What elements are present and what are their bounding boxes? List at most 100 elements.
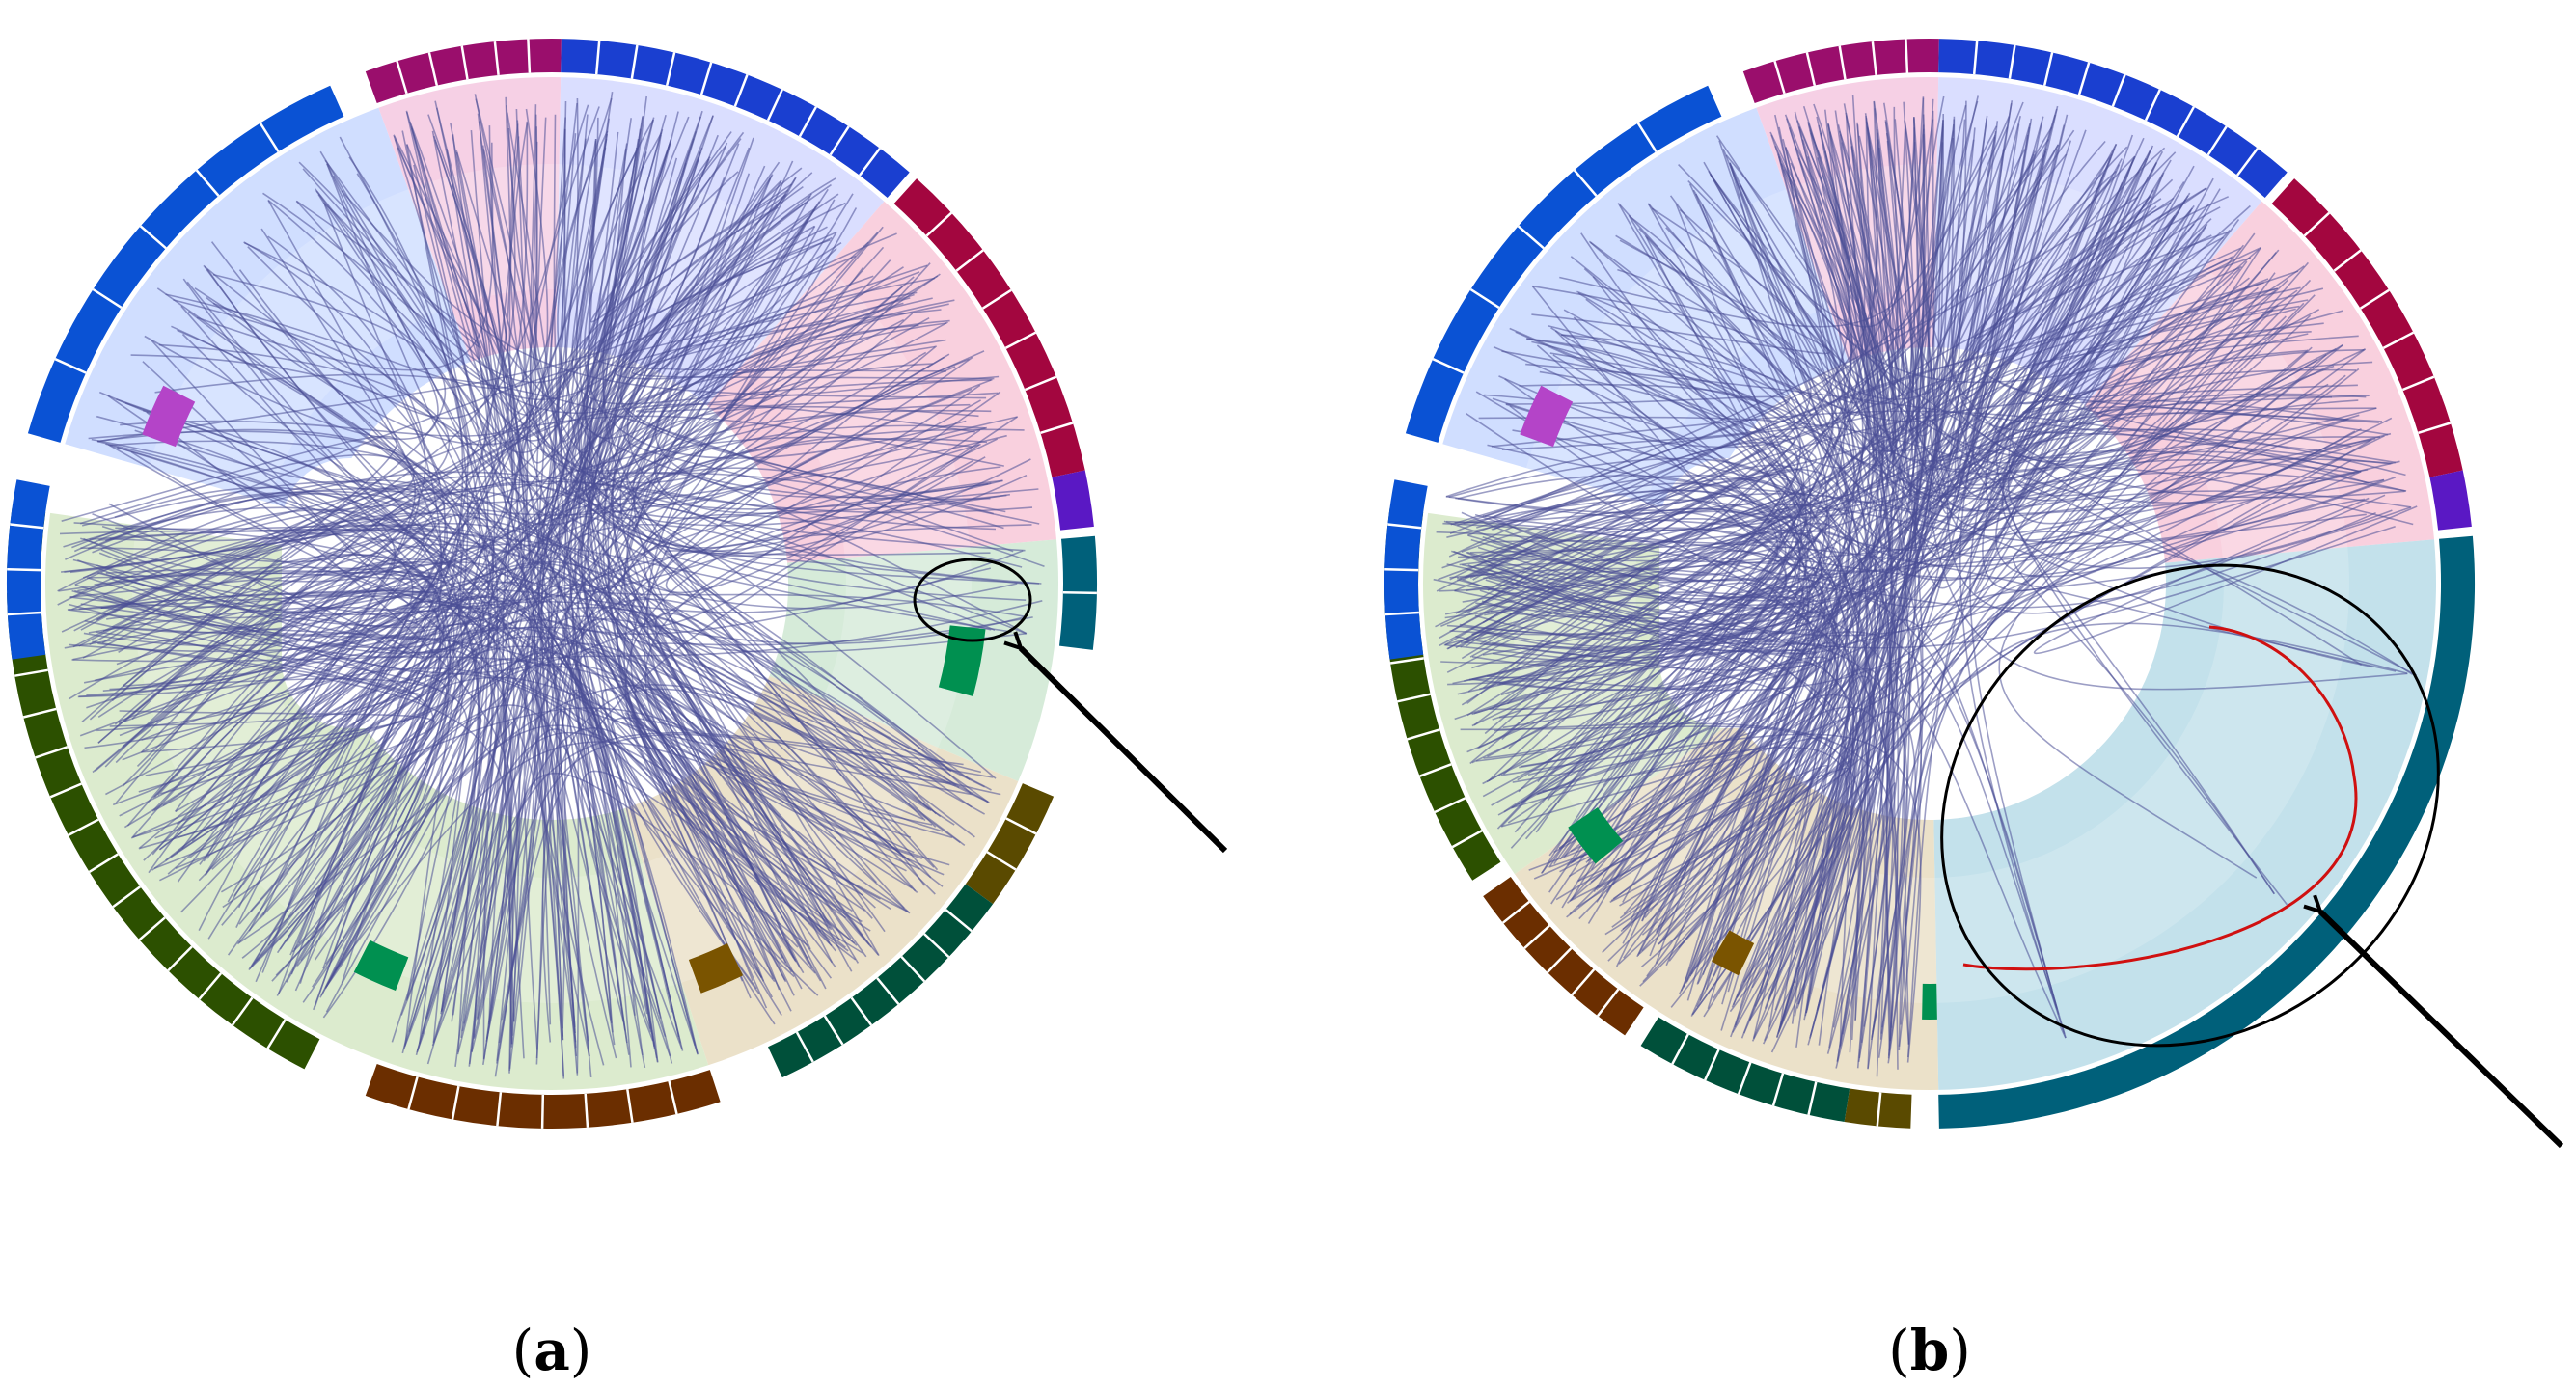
edge	[1443, 134, 2134, 671]
edge	[563, 145, 726, 1038]
edge	[631, 516, 997, 838]
edge	[94, 266, 450, 586]
panel-b-inner-blocks	[1520, 385, 1937, 1020]
edge	[1921, 98, 2408, 691]
edge	[508, 731, 521, 1045]
ring-cell-divider	[1062, 590, 1097, 595]
edge	[1692, 189, 2392, 515]
ring-cell-divider	[198, 972, 223, 1000]
edge	[131, 480, 997, 720]
edge	[421, 731, 910, 1035]
ring-cell-divider	[195, 169, 220, 197]
edge	[1913, 101, 2024, 395]
edge	[1623, 150, 2151, 959]
green-block-bottom	[1922, 983, 1937, 1020]
edge	[665, 444, 1001, 594]
edge	[1969, 270, 2299, 1010]
edge	[1644, 120, 1944, 918]
edge	[1610, 498, 2366, 902]
ring-cell-divider	[1397, 693, 1431, 703]
ring-cell-divider	[2303, 211, 2331, 237]
ring-cell-divider	[795, 1031, 814, 1063]
edge	[1946, 116, 2386, 614]
edge	[1982, 173, 2385, 592]
ring-cell-divider	[665, 52, 676, 86]
edge	[557, 138, 671, 443]
panel-b-outer-ring	[1384, 39, 2476, 1129]
edge	[101, 415, 1004, 644]
edge	[238, 232, 897, 925]
ring-cell-divider	[2333, 249, 2362, 272]
ring-violet-small	[2429, 470, 2472, 531]
edge	[2012, 417, 2393, 895]
panel-a-diagram	[7, 39, 1228, 1129]
ring-cell-divider	[92, 287, 123, 309]
ring-cell-divider	[876, 977, 900, 1005]
edge	[1707, 407, 2377, 1010]
edge	[410, 126, 972, 795]
edge	[1486, 261, 2310, 692]
ring-cell-divider	[1434, 797, 1466, 814]
ring-blue-upper-left	[27, 85, 344, 443]
highlight-circle	[913, 558, 1032, 642]
ring-cell-divider	[1773, 60, 1786, 95]
ring-magenta-top	[365, 39, 562, 104]
edge	[356, 173, 950, 866]
edge	[576, 584, 853, 1076]
edge	[1593, 157, 1853, 893]
ring-cell-divider	[2042, 52, 2054, 86]
edge	[319, 173, 751, 998]
ring-cell-divider	[396, 60, 408, 95]
ring-cell-divider	[1523, 924, 1550, 950]
edge	[409, 122, 836, 473]
edge	[1950, 116, 2397, 464]
panel-a-outer-ring	[7, 39, 1098, 1129]
ring-brown-bottom	[365, 1064, 721, 1129]
edge	[80, 493, 425, 583]
ring-cell-divider	[1407, 728, 1440, 741]
edge	[100, 388, 973, 629]
sector-4	[769, 539, 1059, 782]
edge	[1598, 156, 1878, 889]
edge	[535, 689, 632, 1068]
edge	[1501, 350, 1795, 450]
edge	[105, 443, 507, 1065]
edge	[471, 619, 538, 1053]
edge	[496, 713, 590, 1064]
edge	[1444, 473, 1789, 776]
edge	[1444, 427, 2406, 646]
ring-teal-small	[1059, 535, 1098, 650]
ring-green-bottom-arc	[1640, 1017, 1850, 1122]
edge	[1998, 349, 2309, 879]
edge	[94, 550, 1024, 773]
edge	[1500, 577, 1855, 997]
ring-cell-divider	[1419, 763, 1452, 777]
edge	[1515, 195, 1853, 469]
edge	[1782, 139, 2118, 525]
ring-cell-divider	[955, 249, 984, 272]
edge	[1658, 439, 2371, 945]
edge	[1440, 507, 1787, 664]
edge	[1972, 178, 2174, 340]
ring-cell-divider	[427, 52, 439, 86]
edge	[277, 635, 1001, 994]
ring-cell-divider	[699, 62, 713, 95]
edge	[1535, 163, 1853, 833]
panel-a-edge-bundle	[57, 91, 1045, 1079]
ring-cell-divider	[900, 955, 926, 983]
ring-cell-divider	[1004, 331, 1037, 350]
highlighted-edge	[1962, 625, 2358, 971]
edge	[109, 391, 1001, 675]
edge	[1727, 675, 1875, 1021]
edge	[571, 133, 992, 405]
ring-olive-small	[1844, 1088, 1912, 1129]
edge	[341, 190, 987, 399]
edge	[411, 127, 711, 416]
ring-cell-divider	[2236, 148, 2259, 177]
ring-cell-divider	[54, 358, 87, 374]
ring-cell-divider	[451, 1085, 460, 1120]
edge	[1500, 155, 2136, 696]
edge	[391, 91, 614, 1043]
edge	[109, 130, 698, 727]
edge	[100, 110, 489, 610]
